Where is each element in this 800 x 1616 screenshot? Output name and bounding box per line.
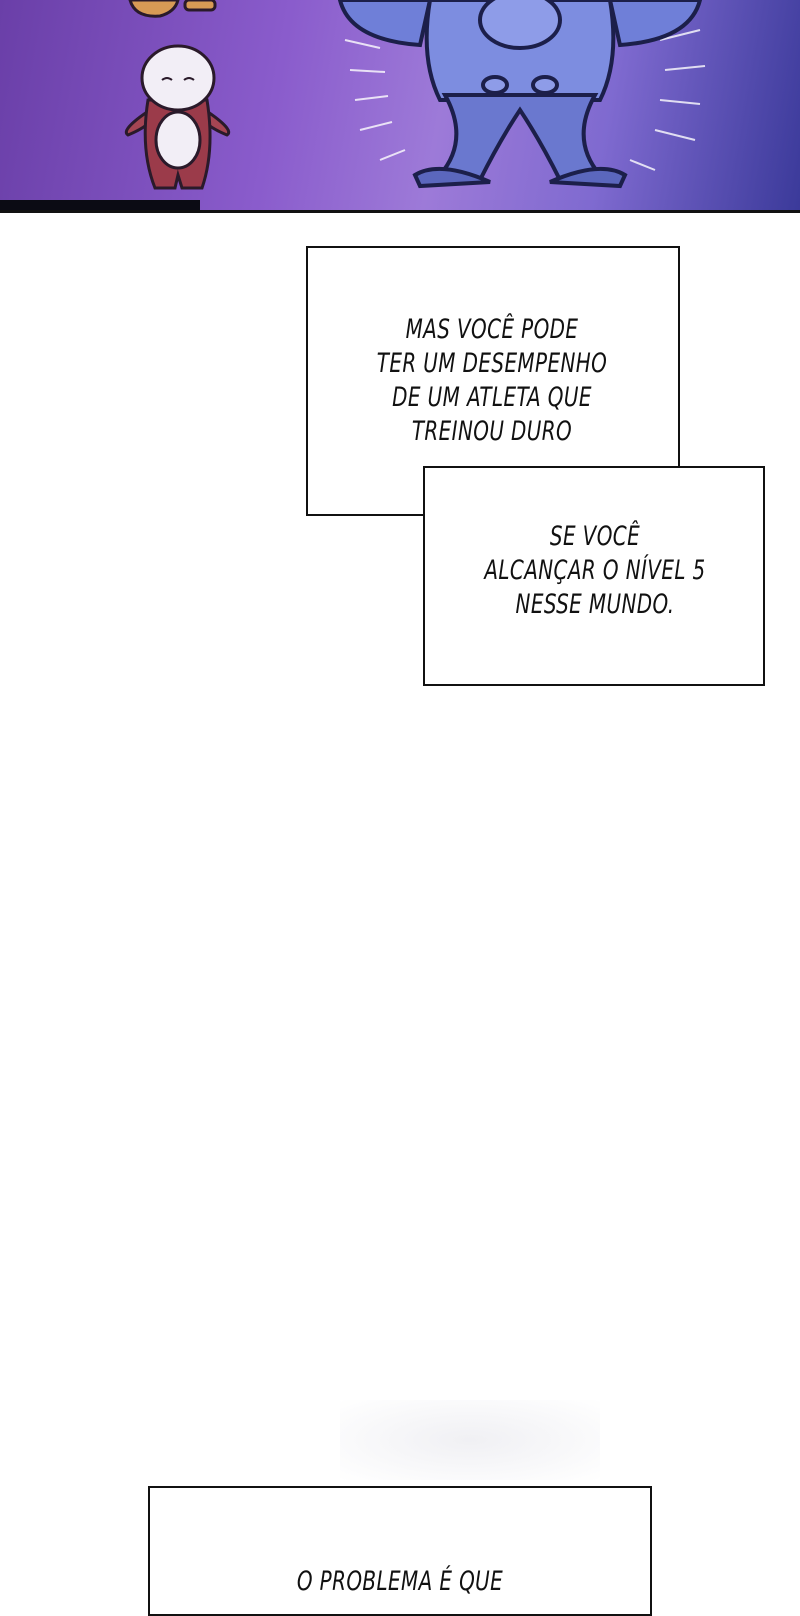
comic-panel-illustration [0, 0, 800, 213]
small-creature [124, 44, 231, 190]
muscular-figure [337, 0, 703, 189]
panel-artwork [0, 0, 706, 210]
soft-gradient-smudge [340, 1400, 600, 1480]
caption-merge-mask [425, 468, 678, 514]
ground-shadow [0, 200, 200, 210]
caption-text-3: O PROBLEMA É QUE [296, 1566, 504, 1597]
sparkle-lines [344, 29, 706, 171]
caption-box-3 [148, 1486, 652, 1616]
caption-text-2: SE VOCÊ ALCANÇAR O NÍVEL 5 NESSE MUNDO. [484, 521, 706, 620]
caption-text-1: MAS VOCÊ PODE TER UM DESEMPENHO DE UM AT… [376, 314, 608, 447]
partial-object [128, 0, 217, 18]
